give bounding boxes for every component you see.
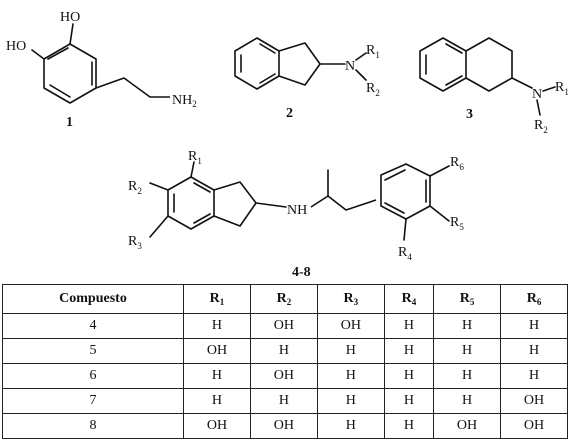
s3-n: N	[532, 87, 542, 102]
cell: H	[383, 388, 435, 414]
cell: H	[249, 388, 318, 414]
s2-label: 2	[286, 106, 293, 121]
cell: H	[316, 338, 385, 364]
cell: H	[500, 338, 568, 364]
table-row: 6 H OH H H H H	[2, 363, 568, 389]
header-r6: R6	[500, 284, 568, 314]
structure-1: HO HO NH2 1	[6, 10, 197, 130]
cell: 4	[2, 313, 184, 339]
cell: OH	[249, 413, 318, 439]
s48-r3: R3	[128, 234, 142, 251]
s1-oh-left: HO	[6, 39, 26, 54]
cell: OH	[500, 413, 568, 439]
cell: H	[316, 363, 385, 389]
cell: OH	[500, 388, 568, 414]
cell: OH	[316, 313, 385, 339]
structure-4-8: R1 R2 R3 NH R6 R5 R4 4-8	[128, 149, 464, 280]
header-r4: R4	[383, 284, 435, 314]
cell: OH	[249, 363, 318, 389]
s48-nh: NH	[287, 203, 307, 218]
cell: H	[500, 363, 568, 389]
cell: H	[316, 388, 385, 414]
table-row: 7 H H H H H OH	[2, 388, 568, 414]
cell: OH	[249, 313, 318, 339]
cell: H	[183, 388, 251, 414]
header-r5: R5	[433, 284, 501, 314]
s2-n: N	[345, 59, 355, 74]
cell: H	[183, 313, 251, 339]
s48-label: 4-8	[292, 265, 311, 280]
s1-label: 1	[66, 115, 73, 130]
header-compound: Compuesto	[2, 284, 184, 314]
structure-2: N R1 R2 2	[234, 37, 380, 121]
cell: OH	[433, 413, 501, 439]
s48-r6: R6	[450, 155, 464, 172]
cell: H	[183, 363, 251, 389]
table-row: 5 OH H H H H H	[2, 338, 568, 364]
cell: H	[433, 388, 501, 414]
table-row: 4 H OH OH H H H	[2, 313, 568, 339]
cell: H	[433, 313, 501, 339]
header-r2: R2	[249, 284, 318, 314]
cell: H	[383, 338, 435, 364]
substituent-table: Compuesto R1 R2 R3 R4 R5 R6 4 H OH OH H …	[2, 284, 568, 439]
s48-r4: R4	[398, 245, 412, 262]
cell: H	[433, 338, 501, 364]
table-header-row: Compuesto R1 R2 R3 R4 R5 R6	[2, 284, 568, 314]
structure-3: N R1 R2 3	[419, 37, 569, 135]
cell: H	[500, 313, 568, 339]
cell: H	[249, 338, 318, 364]
s2-r2: R2	[366, 81, 380, 98]
s1-amine: NH2	[172, 93, 197, 109]
s3-label: 3	[466, 107, 473, 122]
header-r3: R3	[316, 284, 385, 314]
cell: H	[433, 363, 501, 389]
s3-r2: R2	[534, 118, 548, 135]
cell: 6	[2, 363, 184, 389]
s1-oh-top: HO	[60, 10, 80, 25]
cell: H	[316, 413, 385, 439]
cell: 5	[2, 338, 184, 364]
cell: H	[383, 413, 435, 439]
cell: 7	[2, 388, 184, 414]
s48-r1: R1	[188, 149, 202, 166]
s3-r1: R1	[555, 80, 569, 97]
s48-r2: R2	[128, 179, 142, 196]
header-r1: R1	[183, 284, 251, 314]
cell: H	[383, 363, 435, 389]
chemical-structures: HO HO NH2 1 N R1 R2 2 N R1 R2 3	[6, 10, 569, 280]
s48-r5: R5	[450, 215, 464, 232]
s2-r1: R1	[366, 43, 380, 60]
cell: OH	[183, 338, 251, 364]
table-row: 8 OH OH H H OH OH	[2, 413, 568, 439]
cell: 8	[2, 413, 184, 439]
cell: OH	[183, 413, 251, 439]
cell: H	[383, 313, 435, 339]
